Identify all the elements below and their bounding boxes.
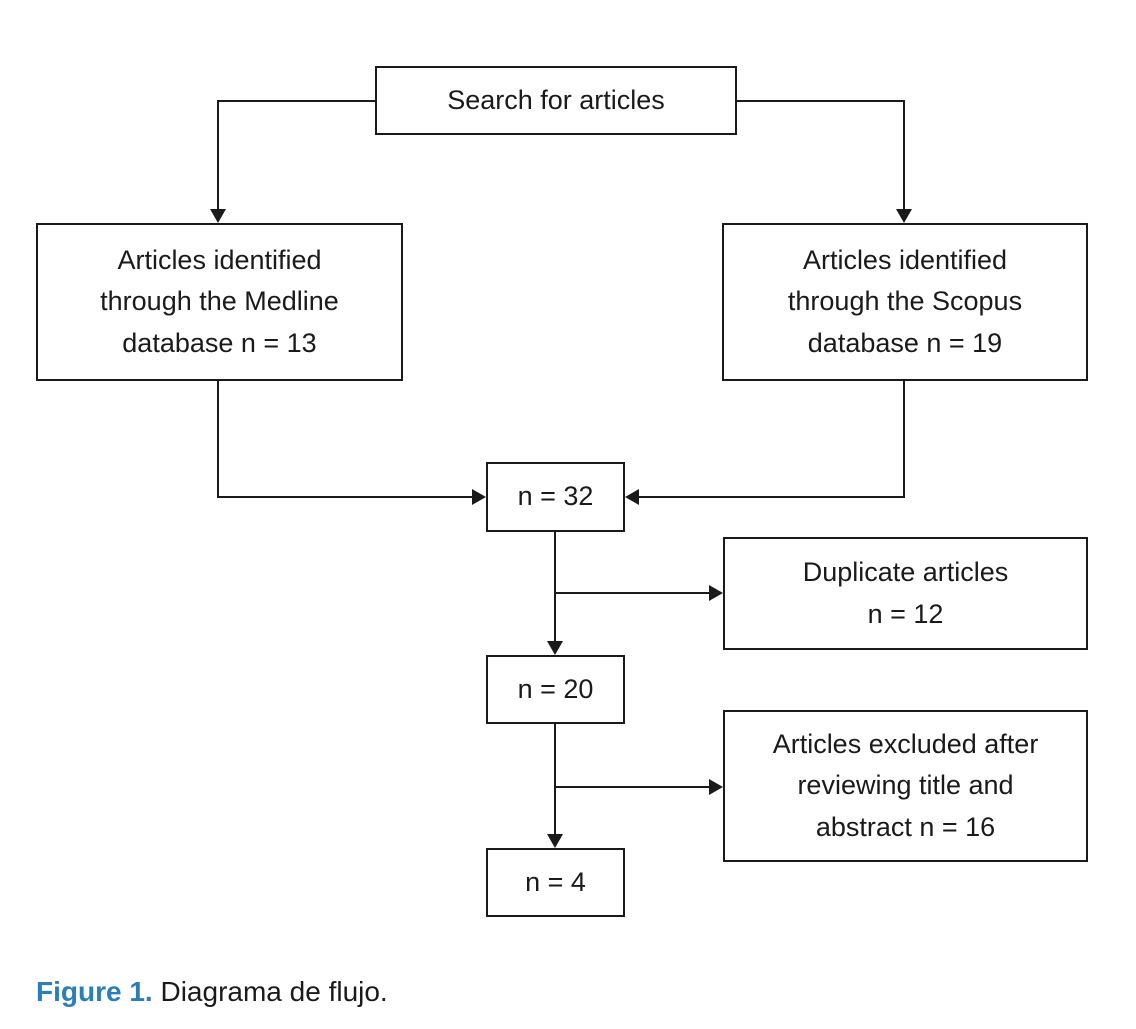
- arrowhead-into-excluded: [709, 779, 723, 795]
- node-final-n4: n = 4: [486, 848, 625, 917]
- connector-after-excluded-h: [554, 786, 709, 788]
- node-duplicate-articles: Duplicate articles n = 12: [723, 537, 1088, 650]
- arrowhead-into-total-right: [625, 489, 639, 505]
- connector-medline-total-v: [217, 381, 219, 498]
- node-after-duplicates-n20: n = 20: [486, 655, 625, 724]
- connector-medline-total-h: [217, 496, 473, 498]
- node-scopus-identified: Articles identified through the Scopus d…: [722, 223, 1088, 381]
- arrowhead-into-total-left: [472, 489, 486, 505]
- figure-caption: Figure 1. Diagrama de flujo.: [36, 976, 388, 1008]
- connector-search-scopus-v: [903, 100, 905, 210]
- node-total-n32: n = 32: [486, 462, 625, 532]
- figure-caption-label: Figure 1.: [36, 976, 153, 1007]
- connector-scopus-total-v: [903, 381, 905, 498]
- connector-after-final-v: [554, 724, 556, 834]
- figure-caption-text: Diagrama de flujo.: [160, 976, 388, 1007]
- arrowhead-into-after: [547, 641, 563, 655]
- node-search-for-articles: Search for articles: [375, 66, 737, 135]
- connector-search-medline-v: [217, 100, 219, 210]
- connector-search-scopus-h: [737, 100, 905, 102]
- arrowhead-into-final: [547, 834, 563, 848]
- connector-scopus-total-h: [639, 496, 905, 498]
- arrowhead-into-scopus: [896, 209, 912, 223]
- arrowhead-into-duplicates: [709, 585, 723, 601]
- arrowhead-into-medline: [210, 209, 226, 223]
- connector-total-duplicates-h: [554, 592, 709, 594]
- node-excluded-articles: Articles excluded after reviewing title …: [723, 710, 1088, 862]
- connector-search-medline-h: [217, 100, 375, 102]
- node-medline-identified: Articles identified through the Medline …: [36, 223, 403, 381]
- connector-total-after-v: [554, 532, 556, 641]
